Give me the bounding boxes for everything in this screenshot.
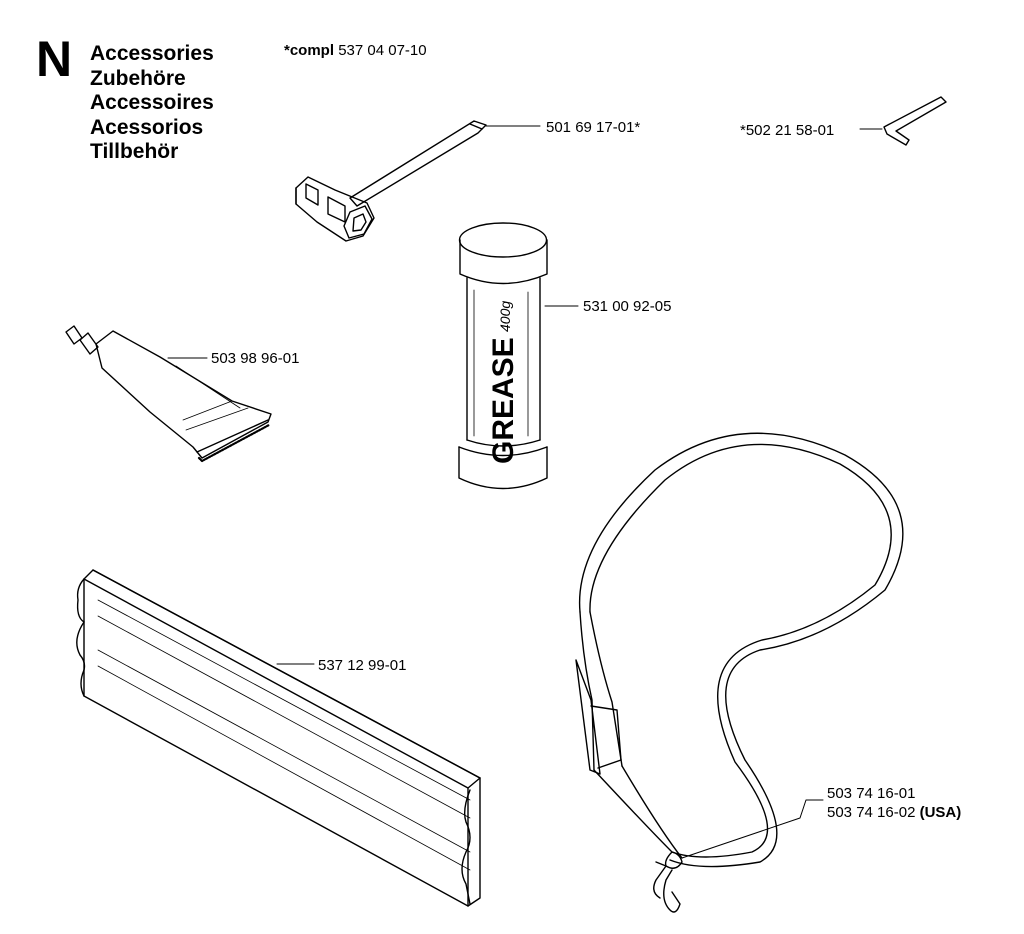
harness-strap-usa-number: 503 74 16-02 — [827, 804, 916, 821]
blade-guard-icon[interactable] — [76, 569, 481, 907]
title-french: Accessoires — [90, 91, 214, 115]
part-number-grease[interactable]: 531 00 92-05 — [583, 298, 672, 315]
combination-wrench-icon[interactable] — [295, 120, 487, 242]
section-titles: Accessories Zubehöre Accessoires Acessor… — [90, 42, 214, 165]
title-english: Accessories — [90, 42, 214, 65]
grease-tube-icon[interactable] — [65, 325, 272, 463]
part-number-combination-wrench[interactable]: 501 69 17-01* — [546, 119, 641, 136]
kit-note-number: 537 04 07-10 — [338, 42, 427, 59]
kit-note-prefix: *compl — [284, 42, 335, 59]
part-number-blade-guard[interactable]: 537 12 99-01 — [318, 657, 407, 674]
title-swedish: Tillbehör — [90, 140, 179, 164]
kit-note: *compl 537 04 07-10 — [284, 42, 427, 60]
leader-lines — [167, 125, 883, 859]
harness-strap-icon[interactable] — [575, 432, 904, 913]
title-portuguese: Acessorios — [90, 115, 204, 139]
usa-tag: (USA) — [919, 804, 962, 821]
part-number-hex-key[interactable]: *502 21 58-01 — [740, 122, 835, 139]
title-german: Zubehöre — [90, 66, 186, 90]
grease-brand-label: GREASE — [487, 337, 520, 464]
grease-cartridge-icon[interactable] — [458, 222, 548, 490]
part-number-harness-strap[interactable]: 503 74 16-01 — [827, 785, 916, 802]
section-letter: N — [36, 31, 73, 87]
hex-key-icon[interactable] — [883, 96, 947, 146]
part-number-grease-small-tube[interactable]: 503 98 96-01 — [211, 350, 300, 367]
part-number-harness-strap-usa[interactable]: 503 74 16-02 (USA) — [827, 804, 961, 822]
grease-weight-label: 400g — [497, 301, 513, 332]
